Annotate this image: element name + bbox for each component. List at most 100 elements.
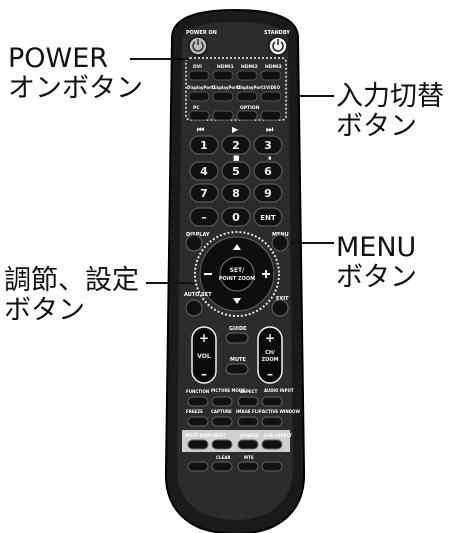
ent-button[interactable]: ENT <box>253 207 283 227</box>
auto-set-button[interactable] <box>185 299 203 317</box>
capture-button[interactable] <box>211 416 233 427</box>
vol-minus-icon: – <box>201 367 207 381</box>
power-on-button[interactable] <box>188 36 208 56</box>
mts-label: MTS <box>244 455 254 460</box>
adjust-callout-line2: ボタン <box>4 295 85 326</box>
digit-8-button[interactable]: 8 <box>221 183 251 203</box>
digit-6-button[interactable]: 6 <box>253 161 283 181</box>
freeze-button[interactable] <box>187 416 209 427</box>
audio-input-button[interactable] <box>261 396 283 407</box>
row-b: FREEZE CAPTURE IMAGE FLIP ACTIVE WINDOW <box>186 409 300 427</box>
exit-label: EXIT <box>276 296 289 302</box>
mute-button[interactable] <box>225 363 249 375</box>
input-button-hdmi1[interactable] <box>212 70 234 81</box>
digit-1-button[interactable]: 1 <box>189 135 219 155</box>
input-label-dp1: DisplayPort1 <box>187 85 216 90</box>
input-row-1: DVI HDMI1 HDMI2 HDMI3 <box>188 64 282 81</box>
digit-9-button[interactable]: 9 <box>253 183 283 203</box>
guide-button[interactable] <box>225 332 249 344</box>
nav-pad-outline <box>194 231 280 317</box>
row-c: MULTI DISPLAY LIST CHANGE SUB ASPECT <box>185 433 292 450</box>
audio-input-label: AUDIO INPUT <box>264 388 294 393</box>
digit-3-label: 3 <box>264 139 272 152</box>
volume-rocker[interactable]: + VOL – <box>191 326 217 384</box>
pause-icon: ⏸ <box>268 154 272 162</box>
change-label: CHANGE <box>240 433 259 438</box>
input-callout: 入力切替 ボタン <box>336 82 444 142</box>
active-window-label: ACTIVE WINDOW <box>262 409 300 414</box>
exit-button[interactable] <box>271 299 289 317</box>
input-button-hdmi2[interactable] <box>236 70 258 81</box>
digit-7-label: 7 <box>200 187 208 200</box>
power-callout-line2: オンボタン <box>8 73 143 104</box>
vol-label: VOL <box>197 353 211 360</box>
digit-2-button[interactable]: 2 <box>221 135 251 155</box>
input-button-blank-1[interactable] <box>212 110 234 121</box>
row-d: CLEAR MTS <box>187 455 283 472</box>
image-flip-button[interactable] <box>237 416 259 427</box>
picture-mode-button[interactable] <box>211 396 233 407</box>
input-callout-line1: 入力切替 <box>336 81 444 112</box>
aspect-label: ASPECT <box>240 389 258 394</box>
input-label-video: VIDEO <box>266 85 281 90</box>
function-label: FUNCTION <box>186 389 209 394</box>
standby-label: STANDBY <box>264 30 290 36</box>
guide-label: GUIDE <box>229 326 247 332</box>
sub-aspect-label: SUB ASPECT <box>264 433 292 438</box>
digit-2-label: 2 <box>232 139 240 152</box>
display-button[interactable] <box>185 234 203 252</box>
digit-5-button[interactable]: 5 <box>221 161 251 181</box>
list-button[interactable] <box>211 439 233 450</box>
input-button-dp2[interactable] <box>212 91 234 102</box>
change-button[interactable] <box>237 439 259 450</box>
power-callout: POWER オンボタン <box>8 44 143 104</box>
adjust-callout: 調節、設定 ボタン <box>4 266 139 326</box>
input-button-option[interactable] <box>236 110 258 121</box>
input-button-blank-2[interactable] <box>260 110 282 121</box>
input-button-dp1[interactable] <box>188 91 210 102</box>
standby-button[interactable] <box>268 36 288 56</box>
mute-label: MUTE <box>230 357 246 363</box>
input-button-pc[interactable] <box>188 110 210 121</box>
input-button-dp3[interactable] <box>236 91 258 102</box>
input-row-2: DisplayPort1 DisplayPort2 DisplayPort3 V… <box>187 85 282 102</box>
digit-3-button[interactable]: 3 <box>253 135 283 155</box>
multi-display-button[interactable] <box>187 439 209 450</box>
digit-4-button[interactable]: 4 <box>189 161 219 181</box>
input-label-dp3: DisplayPort3 <box>237 85 266 90</box>
mts-button[interactable] <box>237 461 259 472</box>
input-button-hdmi3[interactable] <box>260 70 282 81</box>
aspect-button[interactable] <box>237 396 259 407</box>
input-label-pc: PC <box>193 105 200 111</box>
clear-button[interactable] <box>211 461 233 472</box>
digit-4-label: 4 <box>200 165 208 178</box>
zoom-label: ZOOM <box>261 357 278 363</box>
channel-rocker[interactable]: + CH/ ZOOM – <box>257 326 283 384</box>
cc-button[interactable] <box>261 461 283 472</box>
digit-8-label: 8 <box>232 187 240 200</box>
menu-callout-line1: MENU <box>336 232 417 263</box>
ent-label: ENT <box>260 214 276 222</box>
input-button-video[interactable] <box>260 91 282 102</box>
digit-0-label: 0 <box>232 211 240 224</box>
sub-aspect-button[interactable] <box>261 439 283 450</box>
dash-button[interactable]: – <box>189 207 219 227</box>
input-button-dvi[interactable] <box>188 70 210 81</box>
active-window-button[interactable] <box>261 416 283 427</box>
power-on-label: POWER ON <box>186 30 217 36</box>
stop-icon: ■ <box>233 154 240 162</box>
menu-button[interactable] <box>271 234 289 252</box>
vol-plus-icon: + <box>199 331 209 345</box>
capture-label: CAPTURE <box>211 409 232 414</box>
power-leader-line <box>130 58 188 60</box>
nav-minus-icon <box>204 273 212 275</box>
input-group-outline <box>185 57 287 121</box>
digit-0-button[interactable]: 0 <box>221 207 251 227</box>
digit-7-button[interactable]: 7 <box>189 183 219 203</box>
set-button[interactable] <box>219 256 255 292</box>
remote-id-button[interactable] <box>187 461 209 472</box>
menu-leader-line <box>290 242 334 244</box>
power-callout-line1: POWER <box>8 43 109 74</box>
function-button[interactable] <box>187 396 209 407</box>
